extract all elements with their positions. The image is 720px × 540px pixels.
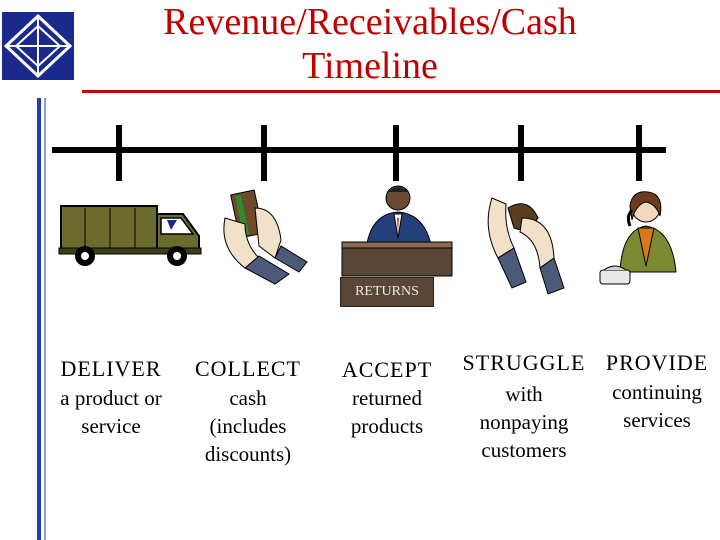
returns-label: RETURNS bbox=[340, 277, 434, 307]
hands-cash-icon bbox=[223, 189, 308, 285]
step-detail-line: returned bbox=[352, 386, 422, 410]
diamond-logo-icon bbox=[2, 12, 74, 80]
step-detail-line: products bbox=[350, 414, 424, 438]
page-title: Revenue/Receivables/Cash bbox=[163, 1, 577, 43]
phone-woman-icon bbox=[599, 191, 677, 285]
timeline-tick bbox=[116, 125, 122, 181]
step-detail-line: service bbox=[81, 414, 141, 438]
step-detail-accept: returned products bbox=[334, 384, 440, 440]
step-detail-struggle: with nonpaying customers bbox=[452, 380, 596, 464]
sidebar-rule bbox=[37, 98, 41, 540]
delivery-van-icon bbox=[58, 205, 202, 266]
businessman-desk-icon bbox=[341, 185, 453, 277]
timeline-tick bbox=[393, 125, 399, 181]
step-caption-collect: COLLECT bbox=[195, 356, 301, 381]
sidebar-rule-light bbox=[44, 98, 46, 540]
step-detail-line: services bbox=[623, 408, 691, 432]
step-caption-accept: ACCEPT bbox=[341, 357, 433, 382]
empty-wallet-icon bbox=[487, 197, 565, 295]
step-detail-provide: continuing services bbox=[596, 378, 718, 434]
step-caption-struggle: STRUGGLE bbox=[462, 350, 586, 375]
step-detail-line: nonpaying bbox=[479, 410, 569, 434]
page-title-line2: Timeline bbox=[302, 45, 438, 87]
timeline-bar bbox=[52, 147, 666, 153]
timeline-tick bbox=[518, 125, 524, 181]
step-detail-collect: cash (includes discounts) bbox=[186, 384, 310, 468]
step-detail-line: (includes bbox=[209, 414, 287, 438]
timeline-tick bbox=[636, 125, 642, 181]
step-detail-line: customers bbox=[481, 438, 567, 462]
step-detail-line: cash bbox=[229, 386, 267, 410]
step-detail-line: discounts) bbox=[204, 442, 292, 466]
step-caption-provide: PROVIDE bbox=[605, 350, 709, 375]
step-detail-deliver: a product or service bbox=[45, 384, 177, 440]
step-caption-deliver: DELIVER bbox=[60, 356, 162, 381]
step-detail-line: with bbox=[505, 382, 543, 406]
step-detail-line: continuing bbox=[612, 380, 702, 404]
title-rule bbox=[82, 90, 720, 93]
step-detail-line: a product or bbox=[60, 386, 162, 410]
timeline-tick bbox=[261, 125, 267, 181]
